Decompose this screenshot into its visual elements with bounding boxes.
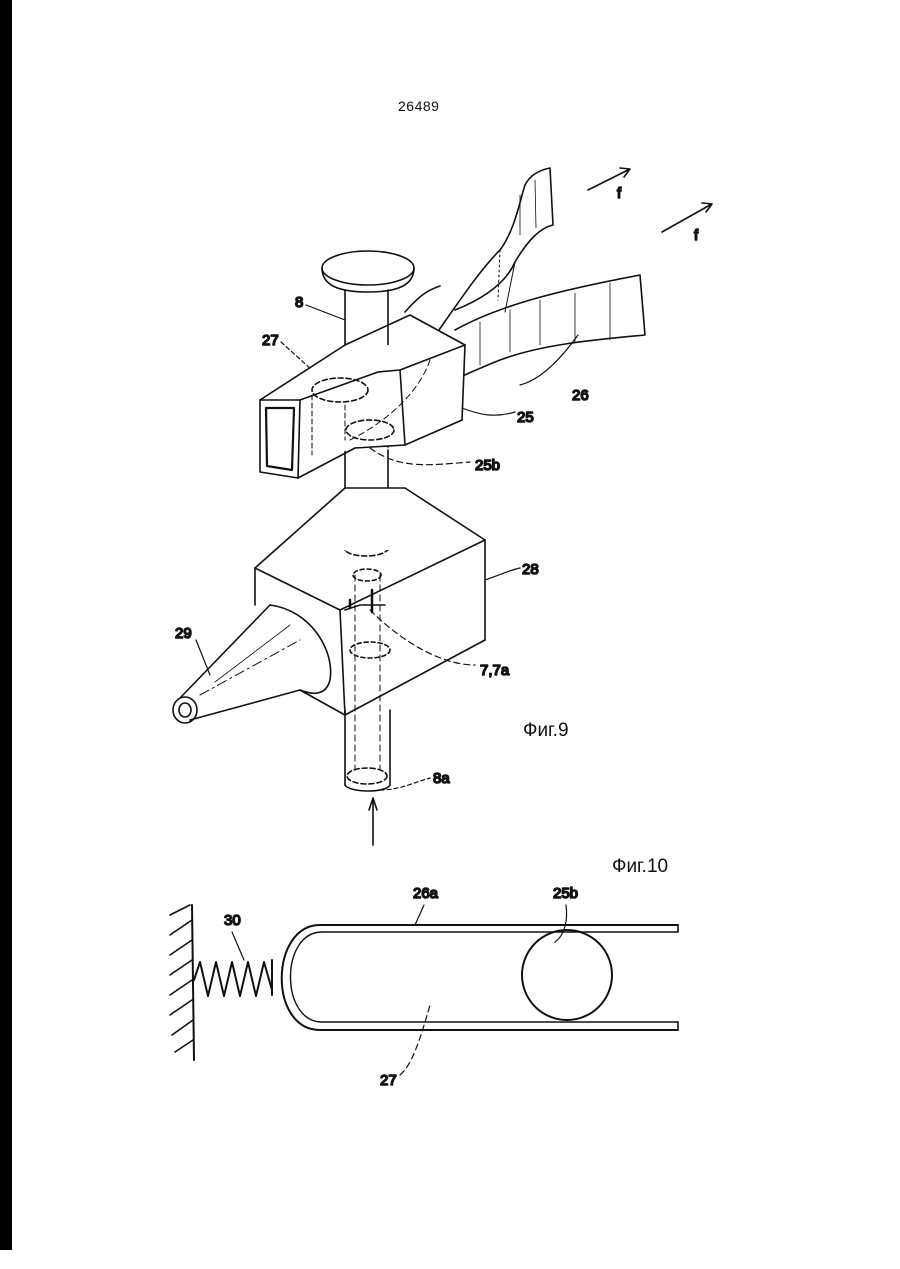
wall — [170, 905, 194, 1060]
label-25: 25 — [517, 409, 534, 426]
label-27: 27 — [262, 332, 279, 349]
label-7-7a: 7,7a — [480, 662, 510, 679]
block-28 — [255, 488, 485, 715]
loop-26a — [282, 925, 678, 1030]
nozzle-29 — [173, 605, 331, 723]
label-26: 26 — [572, 387, 589, 404]
label-8: 8 — [295, 294, 303, 311]
label-26a: 26a — [413, 885, 439, 902]
label-f-top: f — [617, 185, 622, 202]
label-f-bottom: f — [694, 227, 699, 244]
caption-figure-9: Фиг.9 — [523, 720, 569, 741]
figure-9: f f 8 27 26 25 25b 28 29 7,7a 8a Фиг.9 — [173, 168, 712, 845]
label-25b: 25b — [475, 457, 500, 474]
label-27-fig10: 27 — [380, 1072, 397, 1089]
guide-25 — [260, 315, 465, 478]
ball-25b — [522, 930, 612, 1020]
label-29: 29 — [175, 625, 192, 642]
label-8a: 8a — [433, 770, 450, 787]
caption-figure-10: Фиг.10 — [612, 856, 668, 877]
label-30: 30 — [224, 912, 241, 929]
label-25b-fig10: 25b — [553, 885, 578, 902]
label-28: 28 — [522, 561, 539, 578]
spring-30 — [194, 960, 272, 996]
figure-10: Фиг.10 — [170, 856, 678, 1089]
